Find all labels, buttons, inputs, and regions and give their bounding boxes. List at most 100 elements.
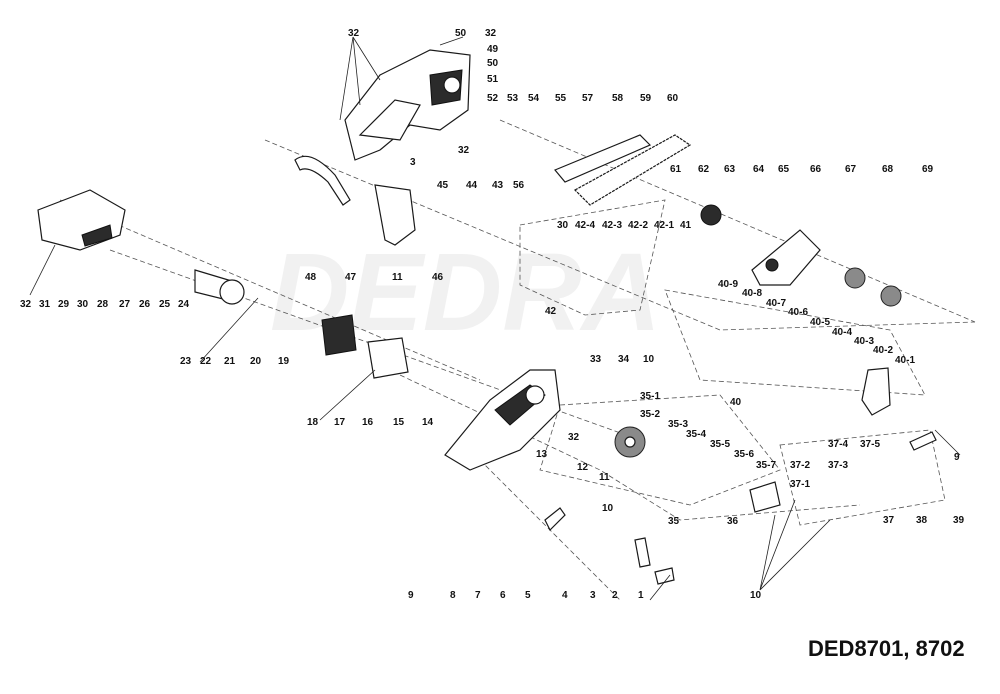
label-11: 11: [599, 472, 610, 483]
label-40-7: 40-7: [766, 298, 786, 309]
label-16: 16: [362, 417, 374, 428]
label-50: 50: [455, 28, 467, 39]
label-64: 64: [753, 164, 765, 175]
label-40: 40: [730, 397, 742, 408]
label-2: 2: [612, 590, 618, 601]
label-57: 57: [582, 93, 594, 104]
label-37-1: 37-1: [790, 479, 810, 490]
label-18: 18: [307, 417, 319, 428]
label-63: 63: [724, 164, 736, 175]
label-37-3: 37-3: [828, 460, 848, 471]
label-32: 32: [485, 28, 497, 39]
label-20: 20: [250, 356, 262, 367]
label-40-2: 40-2: [873, 345, 893, 356]
label-40-3: 40-3: [854, 336, 874, 347]
label-42: 42: [545, 306, 557, 317]
label-35-1: 35-1: [640, 391, 660, 402]
label-36: 36: [727, 516, 739, 527]
label-33: 33: [590, 354, 602, 365]
sprocket-cover: [751, 229, 821, 286]
label-42-3: 42-3: [602, 220, 622, 231]
label-49: 49: [487, 44, 499, 55]
label-40-1: 40-1: [895, 355, 915, 366]
label-21: 21: [224, 356, 236, 367]
label-9: 9: [408, 590, 414, 601]
label-61: 61: [670, 164, 682, 175]
label-65: 65: [778, 164, 790, 175]
label-66: 66: [810, 164, 822, 175]
label-39: 39: [953, 515, 965, 526]
label-41: 41: [680, 220, 692, 231]
label-12: 12: [577, 462, 589, 473]
label-19: 19: [278, 356, 290, 367]
stator: [321, 314, 409, 379]
label-30: 30: [77, 299, 89, 310]
label-30: 30: [557, 220, 569, 231]
guide-bar: [554, 134, 692, 206]
label-27: 27: [119, 299, 131, 310]
label-40-9: 40-9: [718, 279, 738, 290]
label-37-2: 37-2: [790, 460, 810, 471]
label-35-3: 35-3: [668, 419, 688, 430]
label-43: 43: [492, 180, 504, 191]
label-37: 37: [883, 515, 895, 526]
label-5: 5: [525, 590, 531, 601]
label-4: 4: [562, 590, 568, 601]
label-11: 11: [392, 272, 403, 283]
label-51: 51: [487, 74, 499, 85]
label-7: 7: [475, 590, 481, 601]
label-15: 15: [393, 417, 405, 428]
bottom-housing: [444, 369, 561, 471]
label-6: 6: [500, 590, 506, 601]
label-67: 67: [845, 164, 857, 175]
label-32: 32: [568, 432, 580, 443]
label-24: 24: [178, 299, 190, 310]
label-10: 10: [602, 503, 614, 514]
label-40-5: 40-5: [810, 317, 830, 328]
label-29: 29: [58, 299, 70, 310]
label-3: 3: [590, 590, 596, 601]
large-gear: [614, 426, 646, 458]
label-17: 17: [334, 417, 346, 428]
label-35: 35: [668, 516, 680, 527]
label-26: 26: [139, 299, 151, 310]
armature: [194, 269, 245, 305]
label-23: 23: [180, 356, 192, 367]
label-42-2: 42-2: [628, 220, 648, 231]
label-45: 45: [437, 180, 449, 191]
label-68: 68: [882, 164, 894, 175]
label-1: 1: [638, 590, 644, 601]
label-58: 58: [612, 93, 624, 104]
label-47: 47: [345, 272, 357, 283]
label-37-5: 37-5: [860, 439, 880, 450]
label-53: 53: [507, 93, 519, 104]
label-35-5: 35-5: [710, 439, 730, 450]
label-52: 52: [487, 93, 499, 104]
label-48: 48: [305, 272, 317, 283]
label-25: 25: [159, 299, 171, 310]
label-35-4: 35-4: [686, 429, 706, 440]
label-35-6: 35-6: [734, 449, 754, 460]
label-10: 10: [643, 354, 655, 365]
label-60: 60: [667, 93, 679, 104]
label-42-4: 42-4: [575, 220, 595, 231]
label-40-8: 40-8: [742, 288, 762, 299]
label-42-1: 42-1: [654, 220, 674, 231]
label-31: 31: [39, 299, 51, 310]
label-40-6: 40-6: [788, 307, 808, 318]
label-22: 22: [200, 356, 212, 367]
leader-lines: [29, 36, 961, 601]
front-handle: [294, 155, 416, 246]
motor-cover: [37, 189, 126, 251]
oil-pump: [861, 367, 891, 416]
assembly-guides: [59, 119, 976, 601]
top-housing: [344, 49, 471, 161]
label-14: 14: [422, 417, 434, 428]
label-35-7: 35-7: [756, 460, 776, 471]
label-3: 3: [410, 157, 416, 168]
label-46: 46: [432, 272, 444, 283]
label-38: 38: [916, 515, 928, 526]
label-28: 28: [97, 299, 109, 310]
label-34: 34: [618, 354, 630, 365]
